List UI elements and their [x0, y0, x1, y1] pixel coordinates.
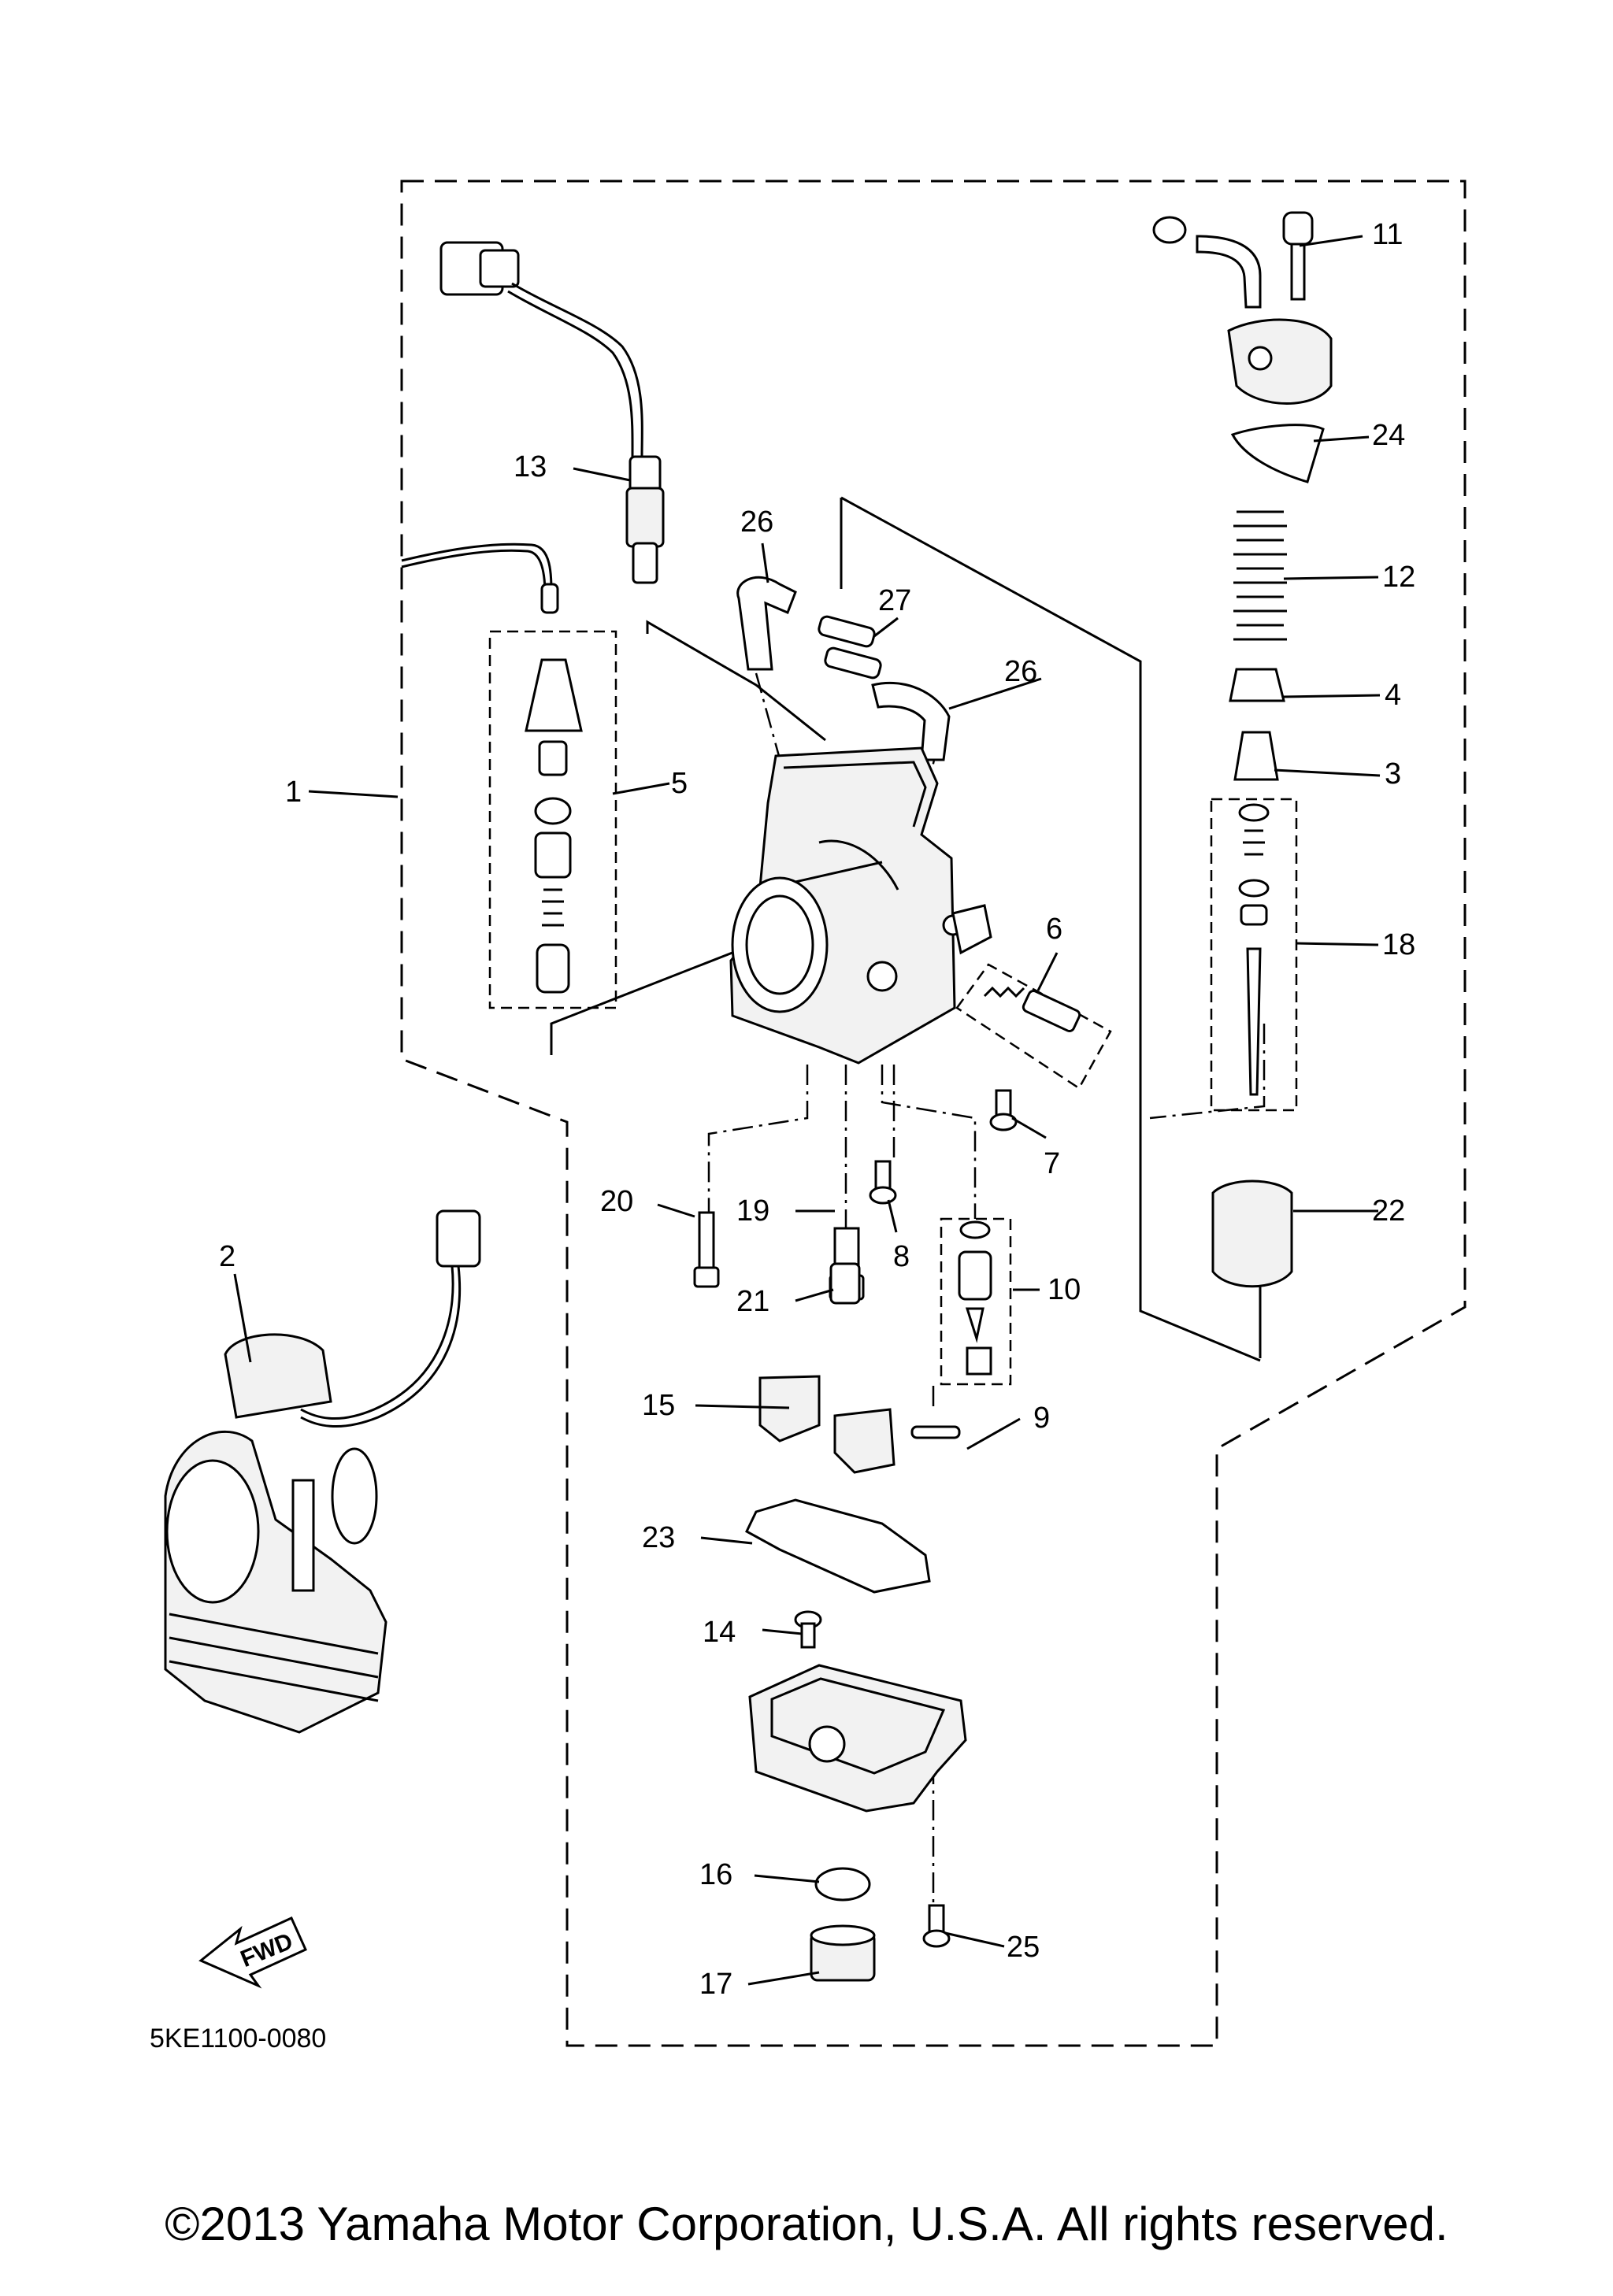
subassembly-box-6	[955, 963, 1112, 1090]
callout-27: 27	[878, 584, 911, 617]
callout-11: 11	[1372, 218, 1403, 251]
throttle-sensor-part-13	[439, 241, 665, 584]
cable	[401, 543, 553, 595]
assembly-boundary	[400, 180, 1467, 2047]
needle-holder-part-3	[1233, 731, 1279, 781]
callout-15: 15	[642, 1389, 675, 1422]
callout-4: 4	[1385, 679, 1401, 712]
hose-part-26-right	[871, 681, 951, 761]
subassembly-box-18	[1210, 798, 1298, 1112]
leader-lines	[233, 235, 1381, 1986]
reference-line	[881, 1065, 977, 1219]
drain-screw-part-14	[794, 1610, 822, 1649]
callout-7: 7	[1044, 1147, 1060, 1180]
cable	[401, 549, 547, 595]
throttle-spring-part-12	[1233, 510, 1287, 641]
callout-8: 8	[893, 1240, 910, 1273]
screw-part-8	[869, 1160, 897, 1205]
reference-line	[646, 620, 826, 742]
screw-part-7	[989, 1089, 1018, 1131]
reference-line-right	[840, 496, 1261, 1362]
spring-seat-part-4	[1229, 668, 1285, 702]
float-pin-part-9	[910, 1425, 961, 1439]
callout-18: 18	[1382, 928, 1415, 961]
callout-23: 23	[642, 1521, 675, 1554]
callout-5: 5	[671, 767, 688, 800]
starter-plunger-part-5	[525, 658, 583, 994]
jet-needle-set-part-18	[1238, 803, 1270, 1096]
callout-9: 9	[1033, 1402, 1050, 1435]
callout-26-right: 26	[1004, 655, 1037, 688]
pilot-screw-part-6	[983, 986, 1081, 1033]
forward-direction-arrow: FWD	[198, 1916, 307, 1989]
copyright-notice: ©2013 Yamaha Motor Corporation, U.S.A. A…	[165, 2198, 1448, 2250]
callout-14: 14	[703, 1616, 736, 1649]
callout-2: 2	[219, 1240, 235, 1273]
cable-adjuster-part-11	[1152, 211, 1314, 309]
callout-24: 24	[1372, 419, 1405, 452]
plug-part-17	[810, 1924, 876, 1982]
callout-13: 13	[514, 450, 547, 483]
screw-part-25	[922, 1904, 951, 1948]
carburetor-body	[729, 746, 992, 1065]
pilot-jet-part-20	[693, 1211, 720, 1288]
top-cover	[1227, 318, 1333, 405]
reference-line	[755, 672, 789, 788]
callout-17: 17	[699, 1968, 732, 2001]
cable-end	[540, 583, 559, 614]
main-jet-part-21	[829, 1262, 861, 1305]
throttle-valve-part-22	[1211, 1179, 1293, 1288]
subassembly-box-5	[488, 630, 617, 1009]
callout-25: 25	[1007, 1931, 1040, 1964]
float-chamber	[748, 1664, 967, 1813]
gasket-part-23	[745, 1498, 931, 1594]
diagram-part-code: 5KE1100-0080	[150, 2024, 326, 2053]
callout-19: 19	[736, 1194, 769, 1228]
reference-line	[1149, 1024, 1266, 1120]
fitting-part-27	[818, 615, 882, 680]
callout-21: 21	[736, 1285, 769, 1318]
float-part-15	[758, 1375, 895, 1474]
callout-6: 6	[1046, 913, 1062, 946]
assembled-carburetor-part-2	[164, 1209, 481, 1734]
gasket-part-24	[1230, 424, 1325, 483]
callout-22: 22	[1372, 1194, 1405, 1228]
callout-12: 12	[1382, 561, 1415, 594]
callout-16: 16	[699, 1858, 732, 1891]
reference-line	[707, 1065, 809, 1213]
callout-3: 3	[1385, 757, 1401, 791]
callout-26-left: 26	[740, 505, 773, 539]
callout-20: 20	[600, 1185, 633, 1218]
hose-part-26-left	[736, 576, 797, 671]
callout-numbers: 1 2 3 4 5 6 7 8 9 10 11 12 13 14 15 16 1…	[219, 218, 1415, 2001]
needle-valve-part-10	[958, 1220, 992, 1376]
callout-10: 10	[1048, 1273, 1081, 1306]
o-ring-part-16	[814, 1867, 871, 1902]
callout-1: 1	[285, 776, 302, 809]
